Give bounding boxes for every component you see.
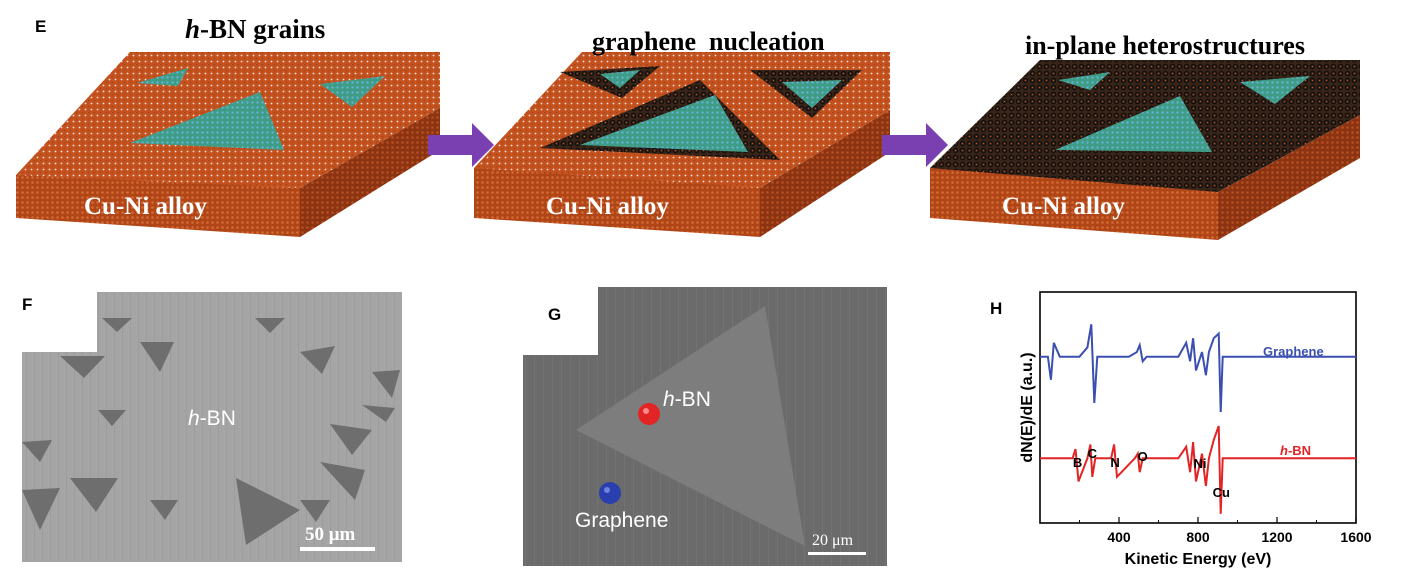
element-annotation-b: B xyxy=(1073,455,1082,470)
arrow-1 xyxy=(428,123,494,167)
legend-hbn-italic: h xyxy=(1280,443,1288,458)
hbn-grain-3a xyxy=(1058,72,1110,90)
x-tick-label: 1600 xyxy=(1340,529,1371,545)
hbn-grain-small xyxy=(137,68,188,86)
block-1-title: h-BN grains xyxy=(185,14,325,44)
block-1-front xyxy=(16,175,300,237)
hbn-triangles-f xyxy=(22,318,400,545)
panel-g: G h-BN Graphene 20 μm xyxy=(523,287,887,566)
red-probe-dot xyxy=(638,403,660,425)
element-annotation-c: C xyxy=(1088,446,1098,461)
hbn-triangle-g xyxy=(576,306,805,546)
x-tick-label: 800 xyxy=(1186,529,1210,545)
block-3-substrate-label: Cu-Ni alloy xyxy=(1002,193,1125,220)
block-in-plane-heterostructures: Cu-Ni alloy in-plane heterostructures xyxy=(930,31,1360,240)
panel-letter-f: F xyxy=(22,295,32,314)
hbn-label-f: h-BN xyxy=(188,407,236,430)
blue-probe-highlight xyxy=(604,487,610,493)
block-2-substrate-label: Cu-Ni alloy xyxy=(546,193,669,220)
block-2-side xyxy=(760,110,890,237)
hbn-grain-3b xyxy=(1240,76,1310,104)
hbn-label-g-italic: h xyxy=(663,388,675,411)
hbn-grain-right xyxy=(320,76,385,107)
red-probe-highlight xyxy=(643,408,649,414)
element-annotation-o: O xyxy=(1138,449,1148,464)
block-3-title: in-plane heterostructures xyxy=(1025,31,1305,60)
graphene-label-g: Graphene xyxy=(575,509,668,532)
legend-hbn: h-BN xyxy=(1280,443,1311,458)
hbn-grain-3c xyxy=(1055,96,1212,152)
sem-image-f xyxy=(22,292,402,562)
panel-letter-e: E xyxy=(35,17,46,36)
series-line-hbn xyxy=(1040,425,1356,514)
scale-bar-g xyxy=(808,552,866,555)
block-1-side xyxy=(300,108,440,237)
block-1-title-rest: -BN grains xyxy=(200,14,325,44)
panel-e: E Cu-Ni alloy h-BN grains Cu-Ni alloy xyxy=(16,14,1360,240)
block-2-front xyxy=(474,168,760,237)
block-3-side xyxy=(1218,115,1360,240)
hbn-label-f-italic: h xyxy=(188,407,200,430)
blue-probe-dot xyxy=(599,482,621,504)
x-tick-label: 400 xyxy=(1107,529,1131,545)
block-1-title-italic: h xyxy=(185,14,200,44)
panel-f: F h-BN 50 μm xyxy=(22,292,402,562)
scale-bar-label-g: 20 μm xyxy=(812,532,854,549)
y-axis-label: dN(E)/dE (a.u.) xyxy=(1019,352,1036,462)
panel-f-corner xyxy=(22,292,97,352)
scale-bar-f xyxy=(300,547,375,551)
hbn-grain-2b xyxy=(782,80,842,108)
hbn-grain-2c xyxy=(580,95,748,152)
hbn-grain-large xyxy=(130,92,284,150)
plot-frame xyxy=(1039,291,1357,524)
x-tick-label: 1200 xyxy=(1261,529,1292,545)
legend-graphene: Graphene xyxy=(1263,344,1324,359)
arrow-2 xyxy=(882,123,948,167)
element-annotation-cu: Cu xyxy=(1213,485,1230,500)
panel-g-corner xyxy=(523,287,598,355)
hbn-grain-2a xyxy=(600,70,640,88)
legend-hbn-rest: -BN xyxy=(1288,443,1311,458)
block-hbn-grains: Cu-Ni alloy h-BN grains xyxy=(16,14,440,237)
hbn-label-g: h-BN xyxy=(663,388,711,411)
panel-letter-h: H xyxy=(990,299,1002,318)
scale-bar-label-f: 50 μm xyxy=(305,524,356,545)
block-1-substrate-label: Cu-Ni alloy xyxy=(84,193,207,220)
element-annotation-ni: Ni xyxy=(1193,456,1206,471)
hbn-label-g-rest: -BN xyxy=(675,388,711,411)
panel-letter-g: G xyxy=(548,305,561,324)
block-2-title: graphene nucleation xyxy=(592,27,825,56)
series-line-graphene xyxy=(1040,324,1356,413)
element-annotation-n: N xyxy=(1110,455,1119,470)
block-3-front xyxy=(930,168,1218,240)
x-axis-label: Kinetic Energy (eV) xyxy=(1125,551,1272,568)
hbn-label-f-rest: -BN xyxy=(200,407,236,430)
block-graphene-nucleation: Cu-Ni alloy graphene nucleation xyxy=(474,27,890,237)
